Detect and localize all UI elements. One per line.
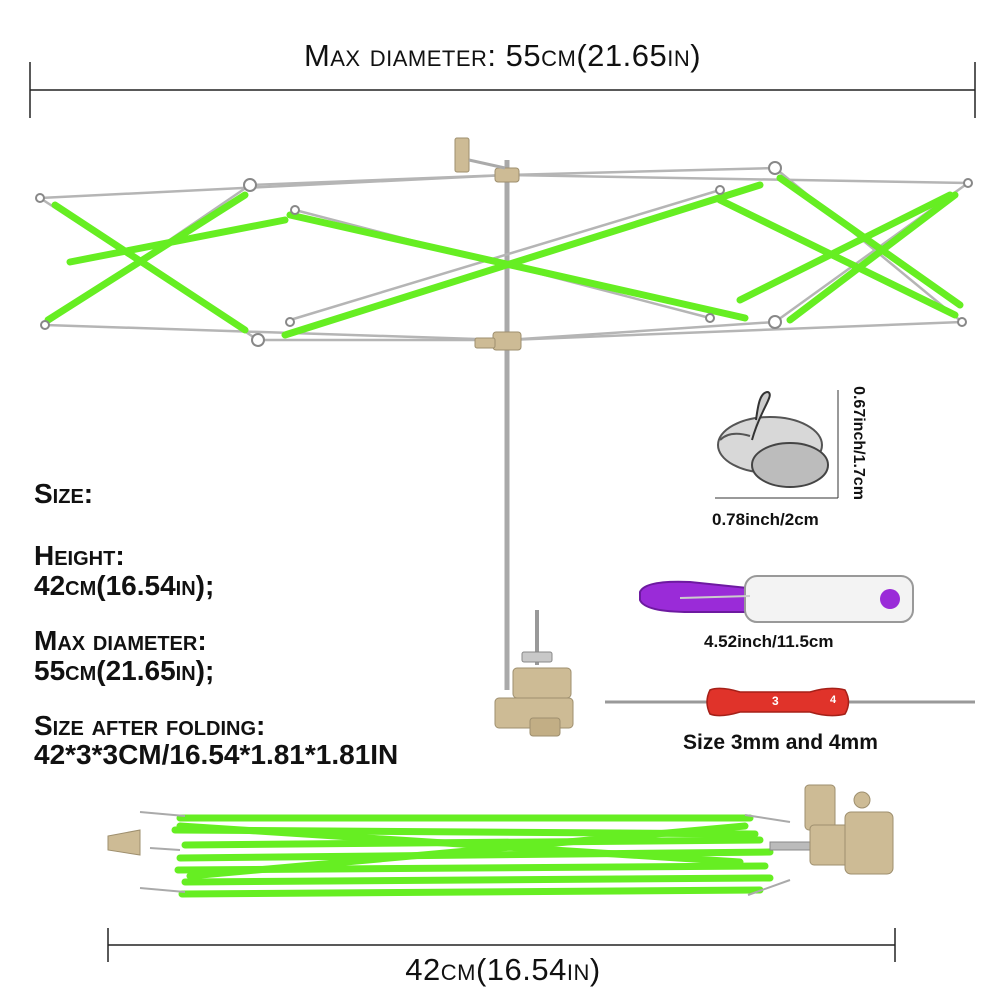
hook-size-mark-2: 4 (830, 694, 837, 706)
yarn-swift-open (35, 137, 973, 737)
hook-caption: Size 3mm and 4mm (683, 731, 878, 754)
bottom-dimension-label: 42cm(16.54in) (405, 952, 601, 987)
bottom-dimension-line (107, 928, 896, 962)
ring-height-label: 0.67inch/1.7cm (850, 386, 867, 500)
folded-size-value: 42*3*3CM/16.54*1.81*1.81IN (34, 739, 399, 770)
ring-height-label-wrapper: 0.67inch/1.7cm (848, 368, 868, 518)
hook-size-mark: 3 (772, 694, 779, 708)
folded-size-label: Size after folding: (34, 710, 266, 741)
peacock-ring (717, 390, 829, 488)
yarn-swift-folded (107, 784, 894, 898)
crochet-hook (605, 687, 975, 717)
diameter-value: 55cm(21.65in); (34, 655, 215, 686)
scissors-length-label: 4.52inch/11.5cm (704, 632, 834, 651)
diameter-label: Max diameter: (34, 625, 207, 656)
top-dimension-line (29, 62, 976, 118)
ring-dimension-lines (715, 390, 839, 499)
height-label: Height: (34, 540, 125, 571)
thread-scissors (639, 575, 914, 623)
ring-width-label: 0.78inch/2cm (712, 510, 819, 529)
size-title: Size: (34, 478, 94, 509)
height-value: 42cm(16.54in); (34, 570, 215, 601)
top-dimension-label: Max diameter: 55cm(21.65in) (303, 38, 702, 73)
